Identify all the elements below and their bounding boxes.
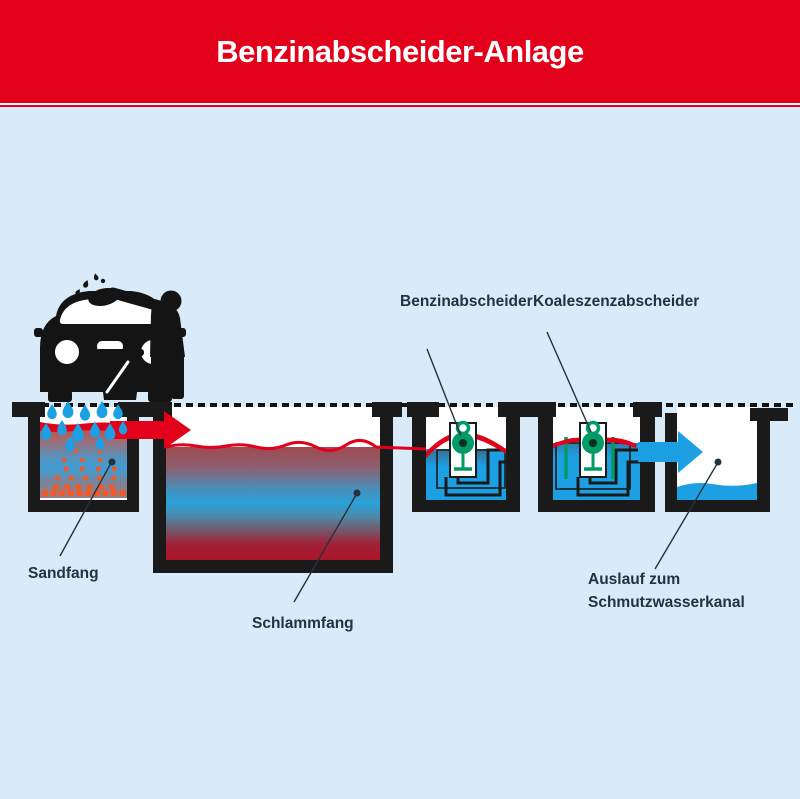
label-koaleszenzabscheider: Koaleszenzabscheider [533, 293, 699, 310]
schlammfang-liquid [166, 447, 380, 560]
label-schlammfang: Schlammfang [252, 615, 354, 632]
car-headlight-left [55, 340, 79, 364]
header-bar: Benzinabscheider-Anlage [0, 0, 800, 103]
outlet-water [677, 483, 757, 500]
float-valve-benzin-icon [449, 420, 477, 478]
header-divider-rule [0, 105, 800, 107]
label-sandfang: Sandfang [28, 565, 99, 582]
flow-arrow-blue-icon [638, 431, 703, 473]
sand-particles [41, 449, 128, 497]
float-valve-koaleszenz-icon [579, 420, 607, 478]
tank-walls [12, 402, 788, 573]
splash-drops-icon [74, 272, 106, 296]
benzin-oil-layer [426, 432, 506, 458]
bucket-handle [105, 360, 130, 394]
label-auslauf-line2: Schmutzwasserkanal [588, 594, 745, 611]
person-icon [107, 287, 185, 399]
page-title: Benzinabscheider-Anlage [216, 33, 584, 69]
pointer-lines [59, 331, 722, 603]
label-benzinabscheider: Benzinabscheider [400, 293, 533, 310]
coalescence-filter-icon [564, 437, 615, 479]
car-wash-scene [34, 272, 186, 402]
car-windshield [59, 299, 161, 324]
schlammfang-surface [165, 439, 427, 452]
bucket-icon [96, 349, 144, 400]
diagram-labels: Sandfang Schlammfang Benzinabscheider Ko… [28, 293, 745, 632]
label-auslauf-line1: Auslauf zum [588, 571, 680, 588]
header-divider-gap [0, 103, 800, 105]
koaleszenz-oil-layer [553, 437, 636, 448]
